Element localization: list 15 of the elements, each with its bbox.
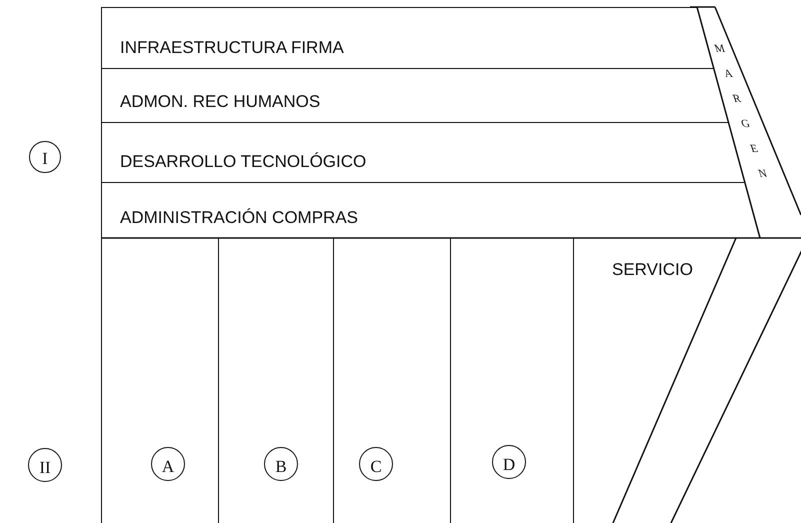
activity-label: DESARROLLO TECNOLÓGICO bbox=[120, 152, 366, 172]
circle-marker: C bbox=[359, 447, 393, 481]
margin-label: MARGEN bbox=[712, 42, 770, 182]
support-activity-row bbox=[101, 122, 728, 182]
circle-marker: A bbox=[151, 447, 185, 481]
support-activity-row bbox=[101, 68, 714, 122]
circle-marker: B bbox=[264, 447, 298, 481]
activity-label: ADMON. REC HUMANOS bbox=[120, 92, 320, 112]
circle-marker: I bbox=[29, 141, 61, 173]
activity-label: SERVICIO bbox=[612, 260, 693, 280]
support-activity-row bbox=[101, 182, 745, 238]
activity-label: ADMINISTRACIÓN COMPRAS bbox=[120, 208, 358, 228]
circle-marker: D bbox=[492, 445, 526, 479]
circle-marker: II bbox=[28, 448, 62, 482]
activity-label: INFRAESTRUCTURA FIRMA bbox=[120, 38, 344, 58]
